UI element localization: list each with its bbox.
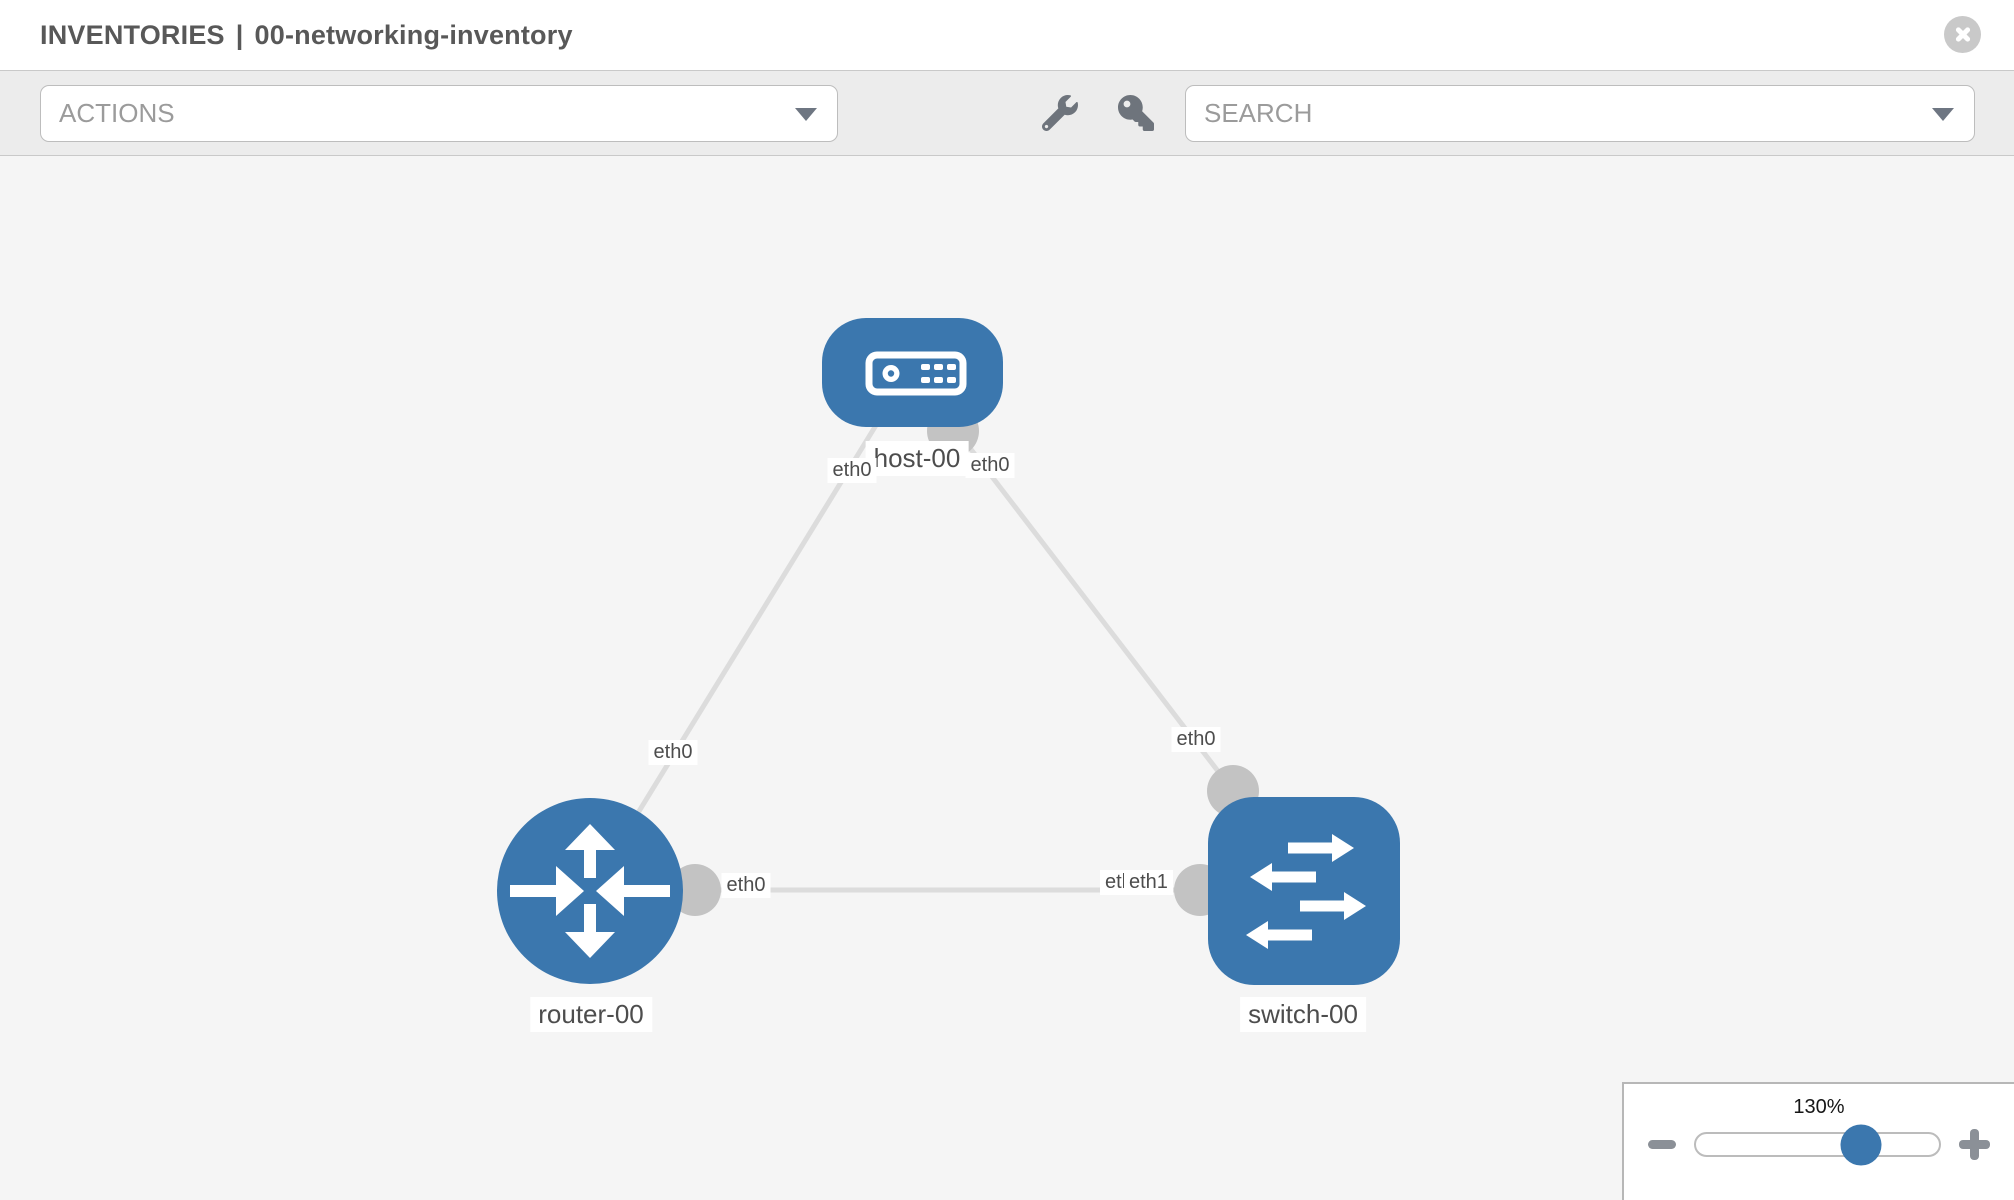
interface-label-switch-eth1-to-router: eth1 xyxy=(1124,870,1173,895)
host-icon xyxy=(865,351,967,396)
actions-dropdown-label: ACTIONS xyxy=(59,98,175,128)
breadcrumb-section: INVENTORIES xyxy=(40,19,225,50)
breadcrumb-separator: | xyxy=(235,19,244,50)
zoom-out-minus-icon[interactable] xyxy=(1648,1140,1676,1149)
header: INVENTORIES | 00-networking-inventory xyxy=(0,0,2014,70)
zoom-slider-knob[interactable] xyxy=(1840,1124,1882,1165)
node-router-00[interactable] xyxy=(497,798,683,984)
search-placeholder: SEARCH xyxy=(1204,98,1313,128)
actions-dropdown[interactable]: ACTIONS xyxy=(40,85,838,142)
chevron-down-icon xyxy=(795,107,817,121)
wrench-icon[interactable] xyxy=(1042,95,1078,131)
close-icon xyxy=(1963,35,2000,72)
host-node-label: host-00 xyxy=(865,441,969,476)
interface-label-host-eth0-to-switch: eth0 xyxy=(965,453,1015,478)
chevron-down-icon xyxy=(1932,107,1954,121)
topology-graph xyxy=(497,318,1400,985)
key-icon[interactable] xyxy=(1118,95,1154,131)
zoom-in-plus-icon[interactable] xyxy=(1959,1129,1990,1160)
zoom-slider-row xyxy=(1624,1124,2014,1165)
router-icon xyxy=(510,824,670,958)
search-dropdown[interactable]: SEARCH xyxy=(1185,85,1975,142)
toolbar-icons xyxy=(1042,71,1154,155)
close-button[interactable] xyxy=(1944,16,1981,53)
switch-node-label: switch-00 xyxy=(1240,997,1366,1032)
interface-label-switch-eth0-to-host: eth0 xyxy=(1171,727,1221,752)
node-switch-00[interactable] xyxy=(1208,797,1400,985)
node-host-00[interactable] xyxy=(822,318,1003,427)
zoom-level-value: 130% xyxy=(1793,1096,1845,1118)
toolbar: ACTIONS SEARCH xyxy=(0,70,2014,156)
interface-label-router-eth0-to-switch: eth0 xyxy=(721,873,771,898)
interface-label-host-eth0-to-router: eth0 xyxy=(827,458,877,483)
topology-canvas[interactable]: host-00 router-00 switch-00 eth0 eth0 et… xyxy=(0,156,2014,1200)
router-node-label: router-00 xyxy=(530,997,652,1032)
switch-icon xyxy=(1246,834,1366,949)
zoom-slider-track[interactable] xyxy=(1694,1124,1941,1165)
zoom-control-panel: 130% xyxy=(1622,1082,2014,1200)
page-title: INVENTORIES | 00-networking-inventory xyxy=(40,0,573,70)
inventory-name: 00-networking-inventory xyxy=(254,19,573,50)
interface-label-router-eth0-to-host: eth0 xyxy=(648,740,698,765)
